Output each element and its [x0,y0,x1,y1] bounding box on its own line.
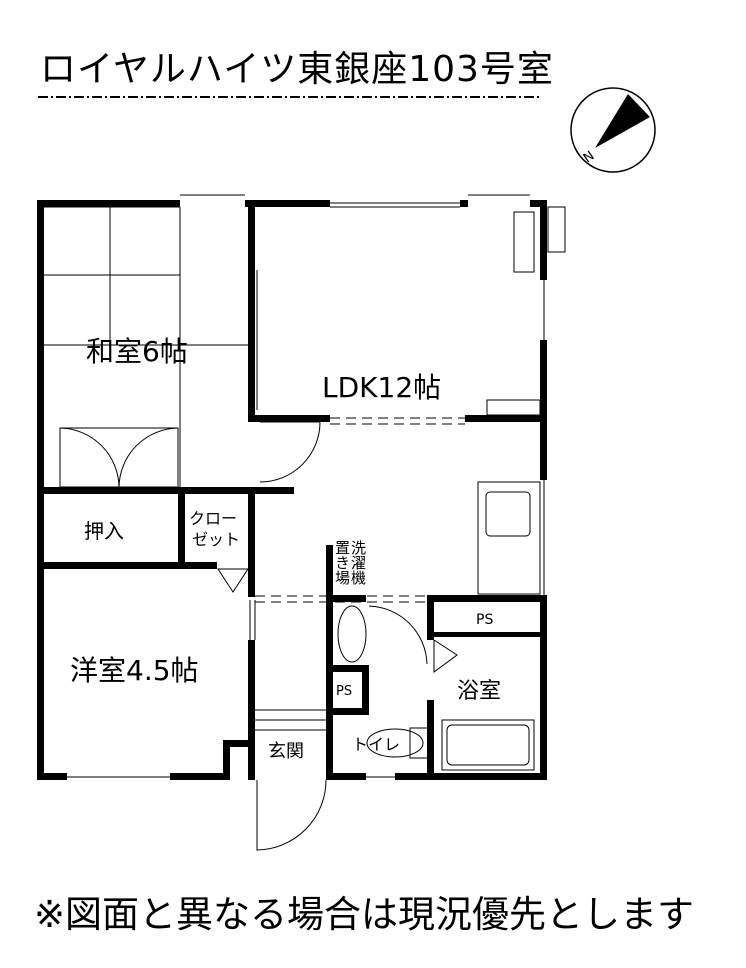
room-yoshitsu: 洋室4.5帖 [70,654,199,687]
disclaimer-note: ※図面と異なる場合は現況優先とします [34,893,695,936]
room-ps-bath: PS [476,612,493,628]
room-closet-line2: ゼット [192,530,240,549]
room-bath: 浴室 [457,679,501,704]
property-title: ロイヤルハイツ東銀座103号室 [40,49,554,90]
room-washitsu: 和室6帖 [86,335,188,368]
room-toilet: トイレ [352,735,400,754]
room-closet-line1: クロー [189,509,237,528]
fixtures [44,194,566,851]
room-ps-small: PS [336,684,352,699]
washer-label-col2: 置き場 [333,540,351,585]
walls [37,200,547,780]
room-oshiire: 押入 [84,519,124,543]
washer-label-col1: 洗濯機 [349,540,367,586]
room-ldk: LDK12帖 [322,371,441,404]
room-genkan: 玄関 [268,741,304,762]
compass-icon: N [570,87,656,173]
room-labels: 和室6帖 LDK12帖 押入 クロー ゼット 洋室4.5帖 玄関 洗濯機 置き場… [70,335,501,762]
